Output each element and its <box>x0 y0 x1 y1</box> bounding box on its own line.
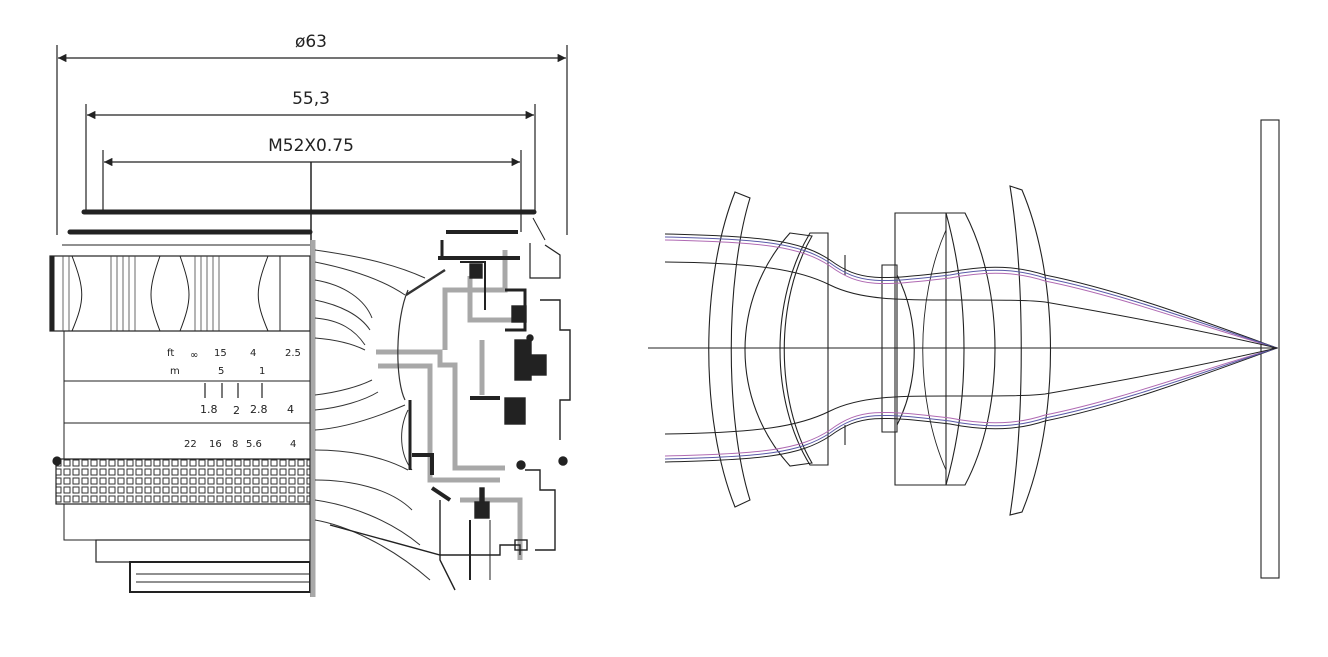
aperture-5-6: 5.6 <box>246 439 262 450</box>
aperture-22: 22 <box>184 439 197 450</box>
lens-cross-section <box>49 45 571 597</box>
dof-4: 4 <box>287 403 294 416</box>
dof-2: 2 <box>233 404 240 417</box>
aperture-ring <box>52 456 311 593</box>
distance-m-1: 1 <box>259 366 265 377</box>
lens-element-4 <box>881 264 898 433</box>
lens-element-5 <box>894 212 947 486</box>
image-plane <box>1260 119 1280 579</box>
lens-element-3 <box>779 232 829 466</box>
aperture-8: 8 <box>232 439 238 450</box>
distance-unit-ft: ft <box>167 348 174 359</box>
focus-ring <box>49 244 311 332</box>
lens-element-7 <box>1009 185 1051 516</box>
aperture-4: 4 <box>290 439 296 450</box>
filter-thread-label: M52X0.75 <box>268 136 354 156</box>
lens-element-4-surface <box>896 274 915 426</box>
lens-element-1 <box>708 191 751 508</box>
dimension-filter-thread <box>102 150 522 232</box>
lens-element-6 <box>945 212 996 486</box>
lens-element-2 <box>744 232 813 467</box>
dof-1-8: 1.8 <box>200 403 218 416</box>
helicoid-mechanics <box>310 240 523 597</box>
rear-mount-mechanics <box>329 230 571 591</box>
outer-diameter-label: ø63 <box>295 32 327 52</box>
distance-infinity: ∞ <box>190 350 198 361</box>
distance-unit-m: m <box>170 366 180 377</box>
barrel-diameter-label: 55,3 <box>292 89 330 109</box>
distance-ft-4: 4 <box>250 348 256 359</box>
distance-ft-15: 15 <box>214 348 227 359</box>
dof-2-8: 2.8 <box>250 403 268 416</box>
dimension-barrel-diameter <box>85 104 536 213</box>
aperture-scale-text: 22 16 8 5.6 4 <box>184 439 296 450</box>
ray-trace <box>664 233 1278 463</box>
dof-scale-text: 1.8 2 2.8 4 <box>200 403 294 417</box>
aperture-16: 16 <box>209 439 222 450</box>
distance-m-5: 5 <box>218 366 224 377</box>
distance-ft-2-5: 2.5 <box>285 348 301 359</box>
dimension-outer-diameter <box>56 45 568 235</box>
internal-elements <box>314 249 446 581</box>
distance-scale-text: ft ∞ 15 4 2.5 m 5 1 <box>167 348 301 377</box>
distance-scale-band <box>63 330 311 382</box>
optical-layout <box>648 119 1280 579</box>
dof-scale-band <box>63 380 311 424</box>
